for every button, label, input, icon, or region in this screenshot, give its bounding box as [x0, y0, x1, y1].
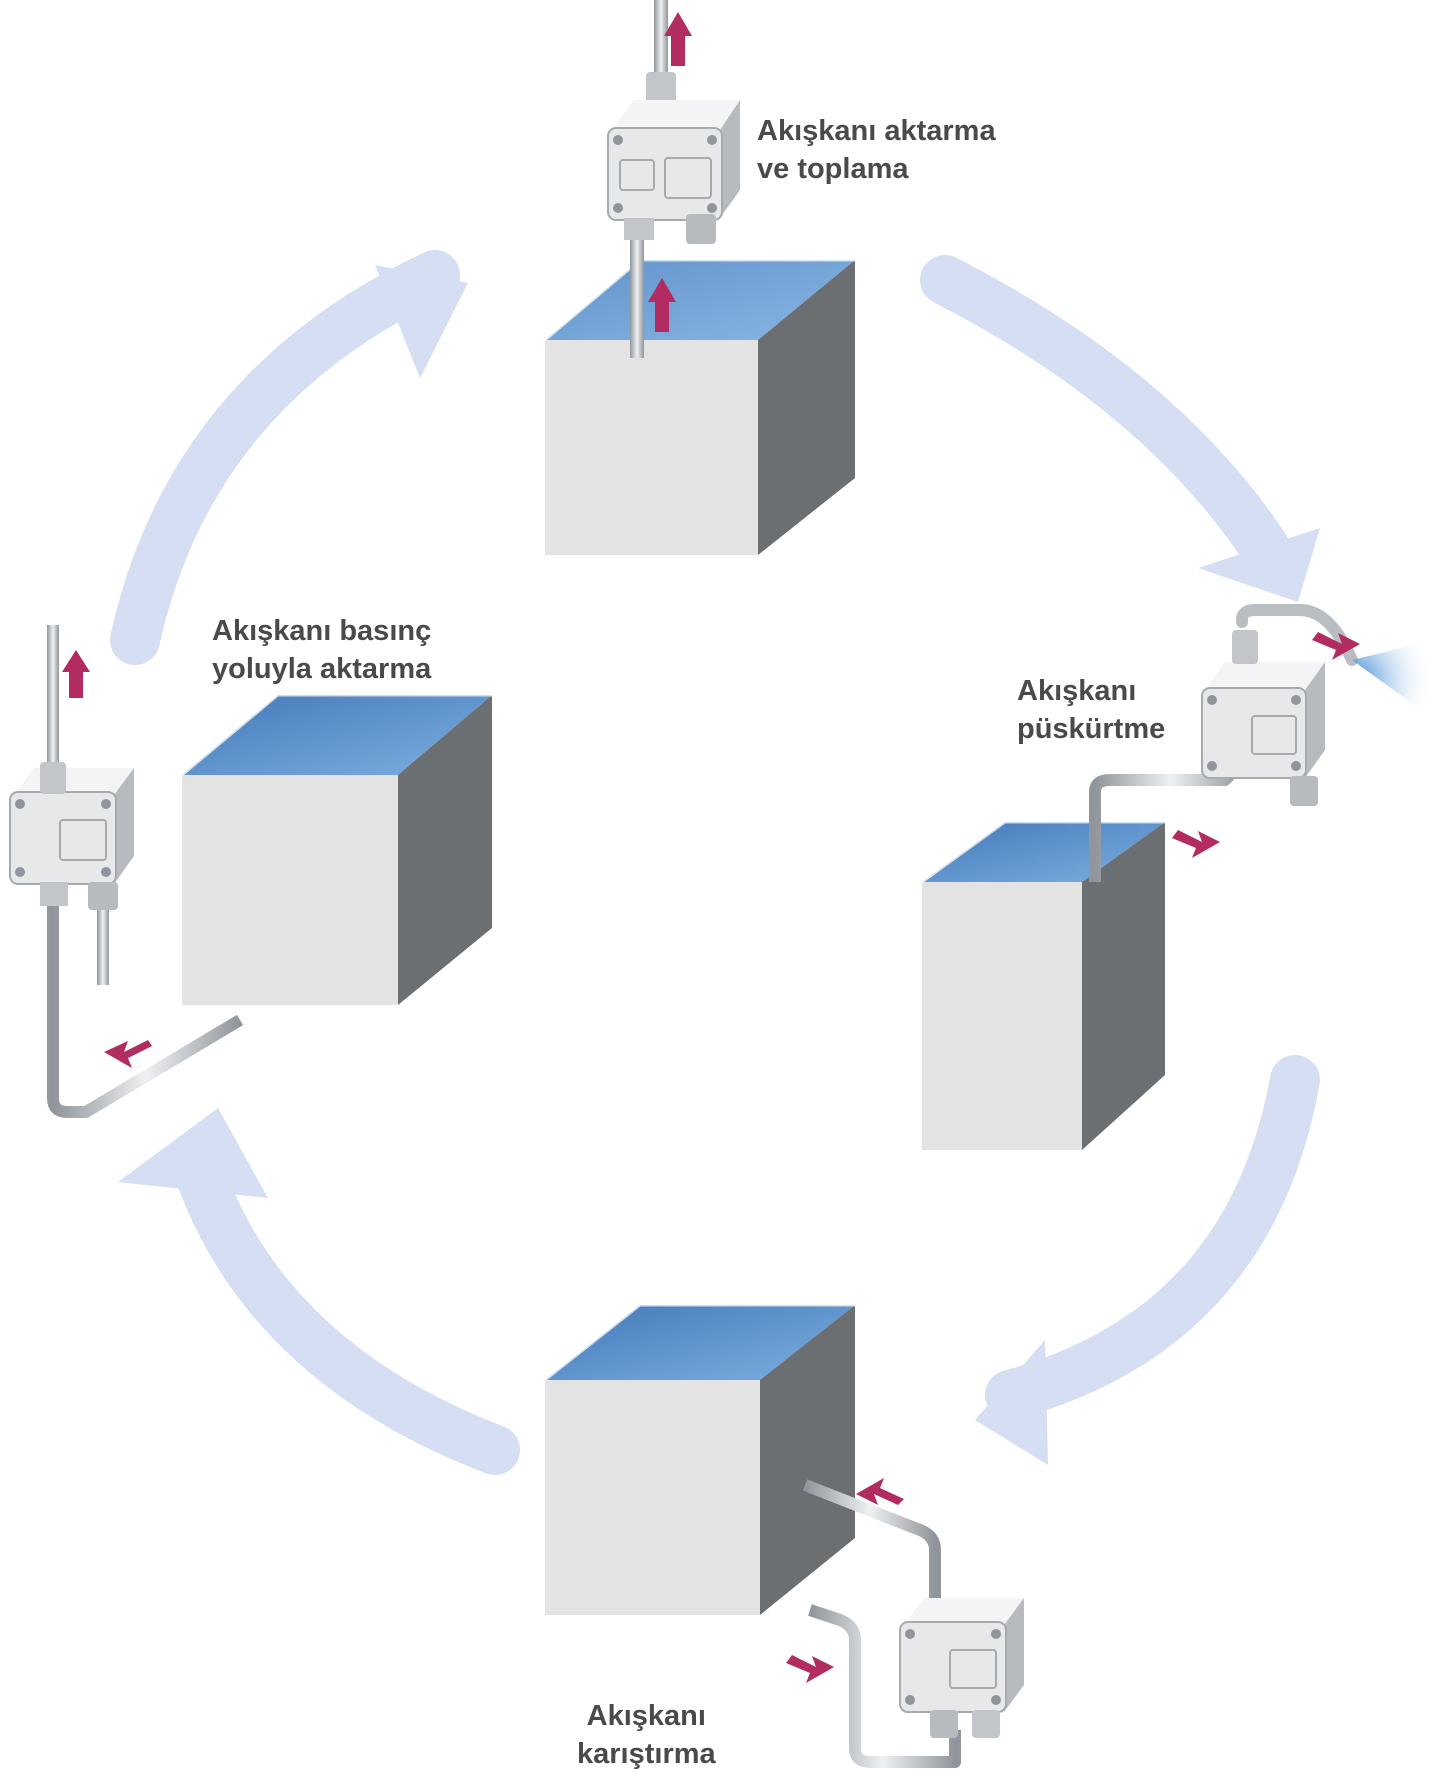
tank-top — [544, 258, 855, 555]
label-pressure-transfer-line1: Akışkanı basınç — [212, 615, 432, 647]
label-spray-line1: Akışkanı — [1017, 675, 1137, 707]
label-pressure-transfer-line2: yoluyla aktarma — [212, 653, 432, 685]
label-spray-line2: püskürtme — [1017, 713, 1166, 745]
tank-left — [181, 693, 492, 1005]
label-mix-line1: Akışkanı — [586, 1700, 706, 1732]
tank-bottom — [544, 1303, 855, 1615]
label-transfer-collect-line2: ve toplama — [757, 153, 909, 185]
label-transfer-collect: Akışkanı aktarma ve toplama — [757, 112, 996, 188]
flow-arrow-right-tank — [1172, 830, 1220, 858]
pipe-right — [1089, 604, 1358, 882]
flow-arrow-top-outlet — [664, 12, 692, 66]
spray-nozzle-mist — [1352, 640, 1435, 720]
label-mix: Akışkanı karıştırma — [577, 1697, 716, 1773]
pipe-bottom — [802, 1479, 961, 1768]
label-pressure-transfer: Akışkanı basınç yoluyla aktarma — [212, 612, 431, 688]
label-transfer-collect-line1: Akışkanı aktarma — [757, 115, 996, 147]
sensor-right — [1201, 630, 1325, 806]
flow-arrow-bottom-outlet — [786, 1655, 834, 1683]
sensor-top — [607, 72, 740, 244]
cycle-arrow-right-lower — [975, 1055, 1320, 1465]
label-mix-line2: karıştırma — [577, 1738, 716, 1770]
flow-arrow-left-tank — [104, 1040, 152, 1068]
flow-arrow-left-outlet — [62, 650, 90, 698]
cycle-arrow-left-lower — [118, 1108, 520, 1475]
label-spray: Akışkanı püskürtme — [1017, 672, 1165, 748]
cycle-arrow-left-upper — [110, 250, 468, 665]
tank-right — [921, 820, 1165, 1150]
flow-arrow-top-tank — [648, 278, 676, 332]
cycle-arrow-right-upper — [920, 255, 1320, 602]
flow-arrow-bottom-inlet — [856, 1478, 904, 1505]
sensor-bottom — [899, 1598, 1024, 1738]
pipe-top-vertical — [630, 0, 668, 358]
sensor-left — [9, 762, 134, 910]
flow-arrow-right-outlet — [1312, 632, 1360, 660]
